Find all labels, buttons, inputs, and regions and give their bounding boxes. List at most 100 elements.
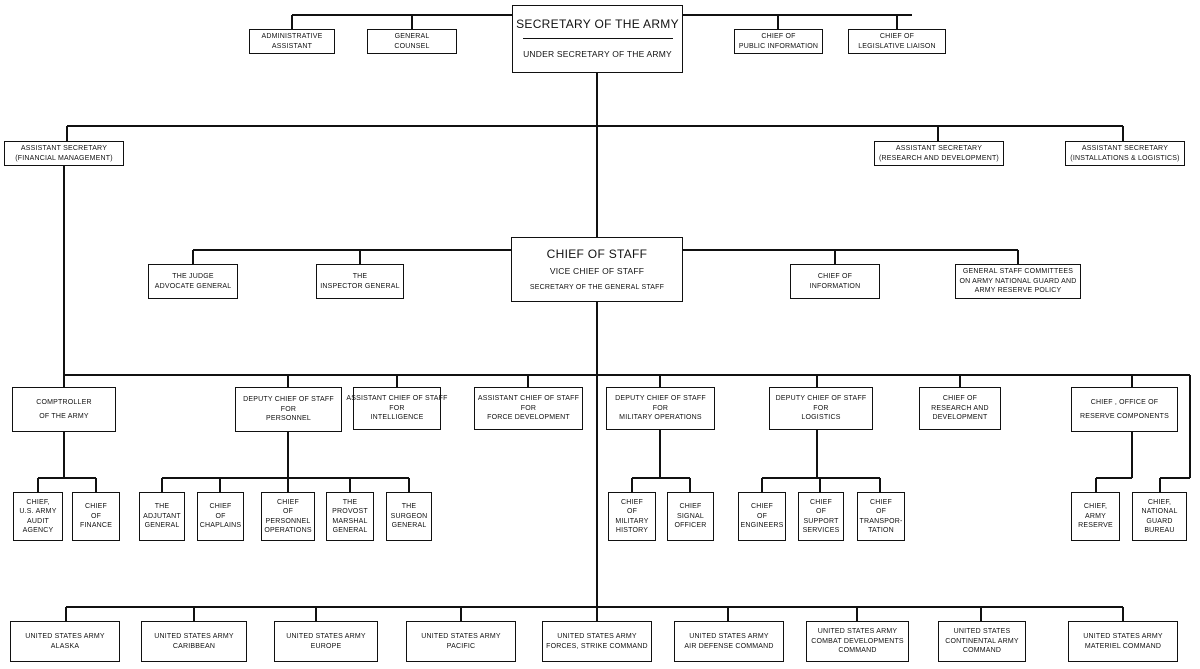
box-line: RESERVE COMPONENTS (1079, 413, 1170, 420)
box-line: PERSONNEL (265, 517, 311, 525)
box-line: OF (90, 512, 102, 520)
box-line: ADJUTANT (143, 512, 181, 520)
box-line: PROVOST (332, 508, 368, 516)
box-line: GENERAL (394, 33, 430, 41)
box-line: OF (282, 508, 294, 516)
box-line: OF (215, 512, 226, 520)
box-line: ALASKA (50, 642, 80, 650)
box-line: UNITED STATES ARMY (1083, 633, 1163, 641)
chief-of-chaplains-box: CHIEF OF CHAPLAINS (197, 492, 244, 541)
box-line: ADMINISTRATIVE (261, 33, 323, 41)
box-line: UNITED STATES ARMY (25, 633, 105, 641)
box-line: FORCE DEVELOPMENT (487, 414, 570, 422)
box-line: CHIEF (679, 503, 702, 511)
comptroller-box: COMPTROLLER OF THE ARMY (12, 387, 116, 432)
box-line: FOR (813, 404, 829, 412)
box-line: ASSISTANT (271, 42, 313, 50)
box-line: RESEARCH AND (931, 404, 989, 412)
dcs-logistics-box: DEPUTY CHIEF OF STAFF FOR LOGISTICS (769, 387, 873, 430)
box-line: CHIEF OF (817, 273, 853, 281)
secretary-general-staff-label: SECRETARY OF THE GENERAL STAFF (529, 284, 665, 292)
secretary-title: SECRETARY OF THE ARMY (516, 17, 679, 31)
box-line: FINANCE (79, 522, 113, 530)
chief-of-information-box: CHIEF OF INFORMATION (790, 264, 880, 299)
box-line: COMMAND (962, 647, 1002, 655)
box-line: ENGINEERS (740, 522, 784, 530)
box-line: (FINANCIAL MANAGEMENT) (15, 154, 113, 162)
box-line: INTELLIGENCE (370, 414, 424, 422)
box-line: (RESEARCH AND DEVELOPMENT) (879, 154, 999, 162)
box-line: OFFICER (674, 522, 707, 530)
box-line: CARIBBEAN (172, 642, 216, 650)
box-line: OPERATIONS (264, 526, 312, 534)
box-line: INFORMATION (809, 282, 861, 290)
box-line: GENERAL (332, 526, 368, 534)
box-line: RESERVE (1078, 522, 1113, 530)
box-line: ASSISTANT CHIEF OF STAFF (477, 395, 580, 403)
general-counsel-box: GENERAL COUNSEL (367, 29, 457, 54)
box-line: DEPUTY CHIEF OF STAFF (243, 396, 334, 404)
box-line: DEVELOPMENT (932, 414, 988, 422)
box-line: LEGISLATIVE LIAISON (858, 42, 936, 50)
box-line: COMMAND (838, 647, 877, 655)
box-line: CHIEF OF (879, 33, 915, 41)
secretary-of-the-army-box: SECRETARY OF THE ARMY UNDER SECRETARY OF… (512, 5, 683, 73)
judge-advocate-general-box: THE JUDGE ADVOCATE GENERAL (148, 264, 238, 299)
box-line: AGENCY (22, 526, 54, 534)
box-line: GENERAL (144, 522, 180, 530)
chief-audit-agency-box: CHIEF, U.S. ARMY AUDIT AGENCY (13, 492, 63, 541)
chief-of-staff-title: CHIEF OF STAFF (546, 247, 648, 262)
dcs-military-operations-box: DEPUTY CHIEF OF STAFF FOR MILITARY OPERA… (606, 387, 715, 430)
adjutant-general-box: THE ADJUTANT GENERAL (139, 492, 185, 541)
box-line: CHIEF, (1083, 503, 1108, 511)
chief-of-engineers-box: CHIEF OF ENGINEERS (738, 492, 786, 541)
box-line: ADVOCATE GENERAL (154, 282, 232, 290)
usa-combat-developments-box: UNITED STATES ARMY COMBAT DEVELOPMENTS C… (806, 621, 909, 662)
box-line: ON ARMY NATIONAL GUARD AND (959, 277, 1077, 285)
box-line: PERSONNEL (266, 415, 311, 423)
box-line: SURGEON (390, 512, 428, 520)
box-line: CHIEF (85, 503, 107, 511)
box-line: THE (401, 503, 417, 511)
box-line: CHIEF OF (761, 33, 796, 41)
box-line: MARSHAL (332, 517, 368, 525)
usa-continental-army-box: UNITED STATES CONTINENTAL ARMY COMMAND (938, 621, 1026, 662)
box-line: CHIEF (870, 498, 892, 506)
usa-materiel-command-box: UNITED STATES ARMY MATERIEL COMMAND (1068, 621, 1178, 662)
box-line: CHIEF (621, 498, 643, 506)
box-line: OF (815, 508, 827, 516)
box-line: AIR DEFENSE COMMAND (684, 642, 774, 650)
box-line: CHIEF (751, 503, 773, 511)
box-line: CHIEF (277, 498, 299, 506)
box-line: CHIEF , OFFICE OF (1090, 398, 1159, 406)
box-line: ARMY (1084, 512, 1107, 520)
general-staff-committees-box: GENERAL STAFF COMMITTEES ON ARMY NATIONA… (955, 264, 1081, 299)
box-line: CONTINENTAL ARMY (945, 637, 1019, 645)
box-line: MILITARY (615, 517, 649, 525)
box-line: NATIONAL (1141, 508, 1178, 516)
box-line: CHIEF (810, 498, 832, 506)
box-line: FOR (652, 404, 669, 412)
usa-alaska-box: UNITED STATES ARMY ALASKA (10, 621, 120, 662)
box-line: THE (342, 498, 358, 506)
box-line: OF (875, 508, 887, 516)
box-line: COMPTROLLER (36, 398, 92, 406)
box-line: OF (756, 512, 768, 520)
box-line: UNITED STATES ARMY (557, 633, 637, 641)
box-line: HISTORY (615, 526, 649, 534)
box-line: ASSISTANT SECRETARY (20, 145, 108, 153)
box-line: CHAPLAINS (199, 522, 242, 530)
box-line: UNITED STATES ARMY (286, 633, 366, 641)
chief-reserve-components-box: CHIEF , OFFICE OF RESERVE COMPONENTS (1071, 387, 1178, 432)
chief-legislative-liaison-box: CHIEF OF LEGISLATIVE LIAISON (848, 29, 946, 54)
under-secretary-label: UNDER SECRETARY OF THE ARMY (523, 49, 672, 60)
box-line: TATION (868, 526, 894, 534)
chief-military-history-box: CHIEF OF MILITARY HISTORY (608, 492, 656, 541)
box-line: ASSISTANT CHIEF OF STAFF (346, 395, 448, 403)
chief-signal-officer-box: CHIEF SIGNAL OFFICER (667, 492, 714, 541)
chief-of-finance-box: CHIEF OF FINANCE (72, 492, 120, 541)
box-line: FOR (280, 405, 297, 413)
dcs-personnel-box: DEPUTY CHIEF OF STAFF FOR PERSONNEL (235, 387, 342, 432)
box-line: THE (154, 503, 170, 511)
